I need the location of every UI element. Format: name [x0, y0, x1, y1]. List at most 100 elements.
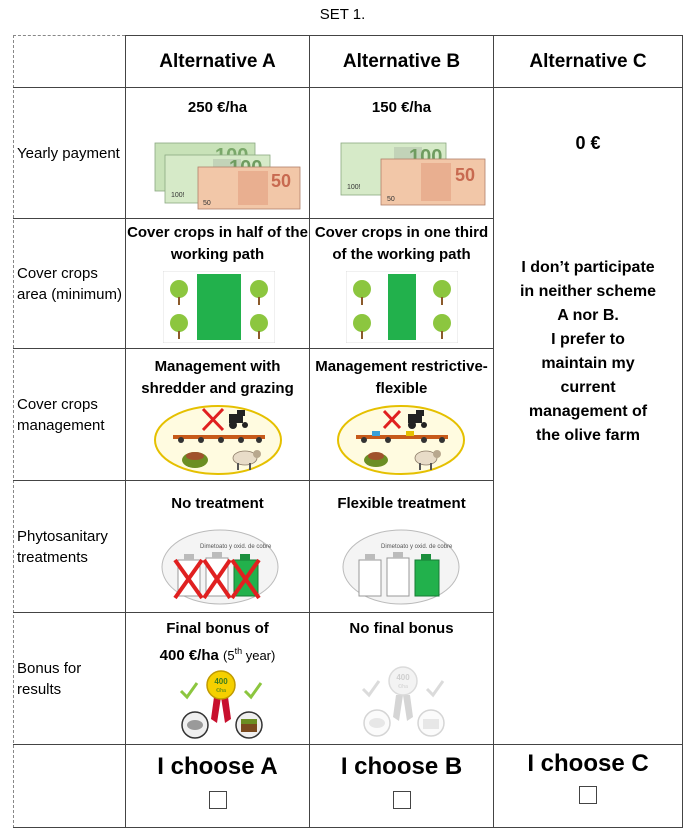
- no-tillage-cross-icon: [382, 409, 402, 430]
- alt-c-line: management of: [528, 403, 648, 420]
- bonus-b-text: No final bonus: [349, 620, 454, 637]
- payment-c-text: 0 €: [575, 133, 601, 153]
- alt-c-line: I don’t participate: [521, 259, 655, 276]
- prohibited-cross-icon: [173, 558, 261, 600]
- bonus-medal-illustration-a: 400 €/ha: [171, 669, 271, 741]
- choose-c-option[interactable]: I choose C: [494, 750, 682, 804]
- soil-sample-icon: [363, 709, 391, 737]
- area-a-text: Cover crops in half of the working path: [127, 224, 308, 263]
- header-alternative-c: Alternative C: [494, 36, 682, 87]
- banknotes-image-b: 100 100! 50 50: [339, 129, 489, 211]
- olive-tree-icon: [433, 280, 451, 305]
- bonus-a-year-suffix: year): [242, 648, 276, 663]
- choose-b-checkbox[interactable]: [392, 791, 411, 809]
- medal-value: 400: [214, 677, 228, 686]
- row-label-bonus-for-results: Bonus for results: [17, 659, 82, 698]
- grass-basket-icon: [182, 452, 208, 468]
- row-divider: [13, 348, 493, 349]
- tractor-icon: [229, 410, 248, 429]
- flexible-tools-row-icon: [356, 431, 448, 443]
- tractor-icon: [408, 410, 427, 429]
- col-divider: [493, 35, 494, 828]
- choose-a-option[interactable]: I choose A: [126, 753, 309, 809]
- svg-text:100!: 100!: [171, 192, 185, 199]
- no-tillage-cross-icon: [201, 407, 225, 432]
- choose-b-label: I choose B: [340, 753, 463, 780]
- bonus-a-amount: 400 €/ha: [159, 647, 219, 664]
- area-b-text: Cover crops in one third of the working …: [314, 224, 489, 263]
- gold-medal-icon: 400 €/ha: [206, 670, 236, 700]
- red-ribbon-icon: [211, 697, 231, 723]
- bottle-caption: Dimetoato y oxid. de cobre: [381, 544, 453, 550]
- phyto-illustration-a: Dimetoato y oxid. de cobre: [160, 528, 280, 606]
- choose-a-label: I choose A: [157, 753, 278, 780]
- svg-text:50: 50: [387, 196, 395, 203]
- check-mark-icon: [179, 682, 199, 700]
- alt-c-line: in neither scheme: [519, 283, 657, 300]
- banknote-value: 50: [271, 171, 291, 191]
- choose-a-checkbox[interactable]: [208, 791, 227, 809]
- row-label-yearly-payment: Yearly payment: [17, 144, 120, 162]
- soil-profile-icon: [417, 709, 445, 737]
- area-diagram-a: [162, 270, 276, 344]
- management-illustration-b: [336, 404, 466, 476]
- alternative-c-description: I don’t participate in neither scheme A …: [494, 256, 682, 448]
- svg-text:100!: 100!: [347, 184, 361, 191]
- table-top-left-dashed-border: [13, 35, 125, 36]
- choose-c-checkbox[interactable]: [579, 786, 597, 804]
- management-illustration-a: [153, 404, 283, 476]
- cover-crop-strip-half: [197, 274, 241, 340]
- choose-b-option[interactable]: I choose B: [310, 753, 493, 809]
- bonus-a-text: Final bonus of 400 €/ha (5th year): [126, 618, 309, 667]
- banknote-50: 50 50: [380, 158, 486, 206]
- svg-text:50: 50: [203, 200, 211, 207]
- header-alternative-a: Alternative A: [159, 51, 276, 72]
- payment-a-text: 250 €/ha: [187, 99, 248, 116]
- row-label-cover-crops-management: Cover crops management: [17, 395, 105, 434]
- set-title: SET 1.: [319, 6, 366, 23]
- area-diagram-b: [345, 270, 459, 344]
- olive-tree-icon: [250, 280, 268, 305]
- grey-medal-icon: 400 €/ha: [388, 666, 418, 696]
- header-alternative-c-text: Alternative C: [529, 51, 647, 72]
- check-mark-icon: [425, 680, 445, 698]
- olive-tree-icon: [170, 280, 188, 305]
- medal-value: 400: [396, 673, 410, 682]
- table-right-border: [682, 35, 683, 828]
- olive-tree-icon: [353, 314, 371, 339]
- alt-c-line: the olive farm: [535, 427, 641, 444]
- management-b-text: Management restrictive-flexible: [315, 358, 488, 397]
- table-left-dashed-border: [13, 35, 14, 828]
- olive-tree-icon: [170, 314, 188, 339]
- bonus-a-year-prefix: (5: [223, 648, 235, 663]
- choice-set-table: Alternative A Alternative B Alternative …: [13, 35, 683, 828]
- table-top-border: [125, 35, 683, 36]
- bonus-a-line2: 400 €/ha (5th year): [126, 640, 309, 667]
- medal-unit: €/ha: [398, 684, 408, 690]
- phyto-illustration-b: Dimetoato y oxid. de cobre: [341, 528, 461, 606]
- olive-tree-icon: [250, 314, 268, 339]
- header-alternative-b: Alternative B: [342, 51, 461, 72]
- medal-unit: €/ha: [216, 688, 226, 694]
- alt-c-line: A nor B.: [557, 307, 619, 324]
- row-divider: [13, 218, 493, 219]
- table-bottom-border: [13, 827, 683, 828]
- bonus-a-year-sup: th: [234, 646, 243, 656]
- soil-sample-icon: [181, 711, 209, 739]
- pesticide-bottle-icon: [386, 552, 410, 597]
- phyto-a-text: No treatment: [171, 495, 264, 512]
- grey-ribbon-icon: [393, 695, 413, 721]
- row-divider: [13, 744, 683, 745]
- check-mark-icon: [243, 682, 263, 700]
- alt-c-line: current: [560, 379, 616, 396]
- soil-profile-icon: [235, 711, 263, 739]
- check-mark-icon: [361, 680, 381, 698]
- bonus-medal-illustration-b-faded: 400 €/ha: [353, 663, 453, 741]
- choose-c-label: I choose C: [527, 750, 649, 777]
- row-divider: [13, 480, 493, 481]
- alt-c-line: I prefer to: [551, 331, 625, 348]
- row-label-cover-crops-area: Cover crops area (minimum): [17, 264, 123, 303]
- alt-c-line: maintain my: [541, 355, 635, 372]
- sheep-icon: [414, 450, 441, 470]
- pesticide-bottle-icon: [414, 554, 440, 597]
